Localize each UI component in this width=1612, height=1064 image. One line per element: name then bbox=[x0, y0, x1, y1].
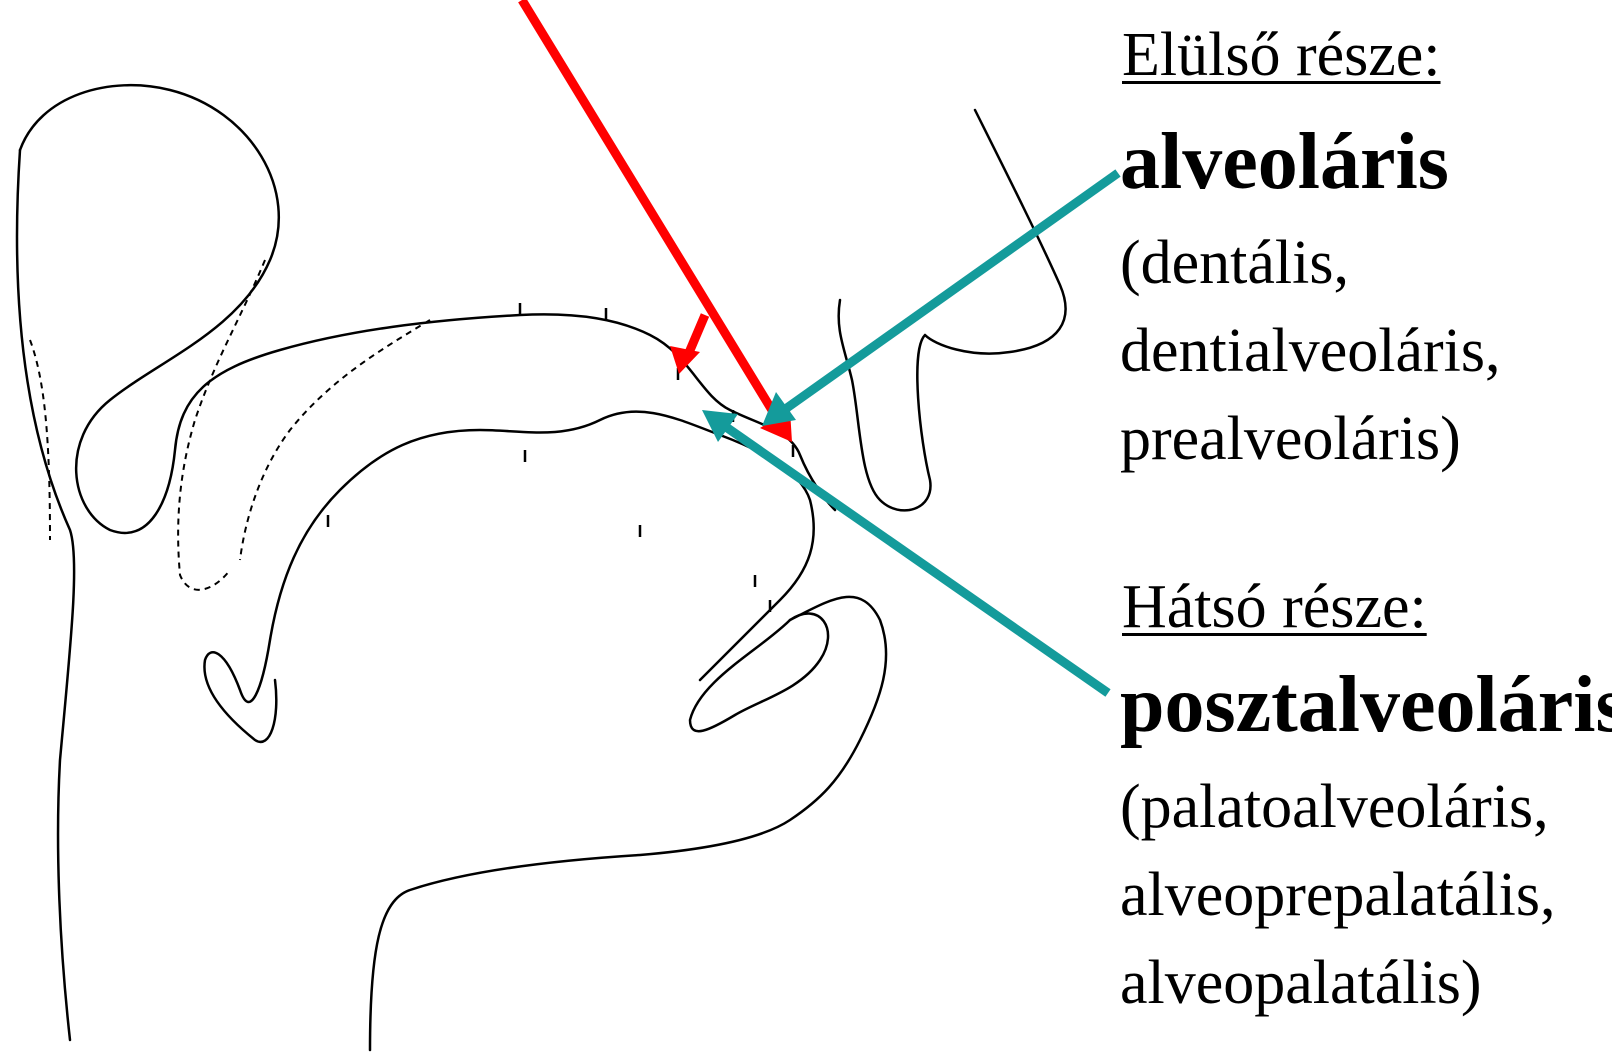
front-part-term: alveoláris bbox=[1120, 122, 1449, 202]
red-arrow-main bbox=[522, 0, 778, 420]
tongue-lower-outline bbox=[204, 412, 720, 742]
dashed-tongue-outline bbox=[240, 320, 430, 560]
back-part-synonym: alveoprepalatális, bbox=[1120, 864, 1556, 926]
pharynx-wall-outline bbox=[17, 150, 74, 1040]
red-arrow-branch bbox=[688, 315, 705, 355]
back-part-term: posztalveoláris bbox=[1120, 665, 1612, 745]
front-part-synonym: prealveoláris) bbox=[1120, 408, 1461, 470]
back-part-heading: Hátsó része: bbox=[1122, 576, 1427, 638]
back-part-synonym: alveopalatális) bbox=[1120, 952, 1482, 1014]
teal-arrow-postalveolar bbox=[726, 427, 1108, 693]
teal-arrow-alveolar bbox=[784, 173, 1118, 410]
back-part-synonym: (palatoalveoláris, bbox=[1120, 776, 1549, 838]
front-part-synonym: dentialveoláris, bbox=[1120, 320, 1500, 382]
front-part-synonym: (dentális, bbox=[1120, 232, 1349, 294]
lower-lip-outline bbox=[690, 614, 828, 732]
teal-arrowhead-postalveolar bbox=[702, 410, 738, 442]
jaw-outline bbox=[370, 597, 886, 1050]
upper-lip-outline bbox=[839, 110, 1066, 510]
front-part-heading: Elülső része: bbox=[1122, 24, 1441, 86]
red-arrowhead-branch bbox=[670, 346, 700, 374]
dashed-velum-outline bbox=[178, 260, 265, 590]
